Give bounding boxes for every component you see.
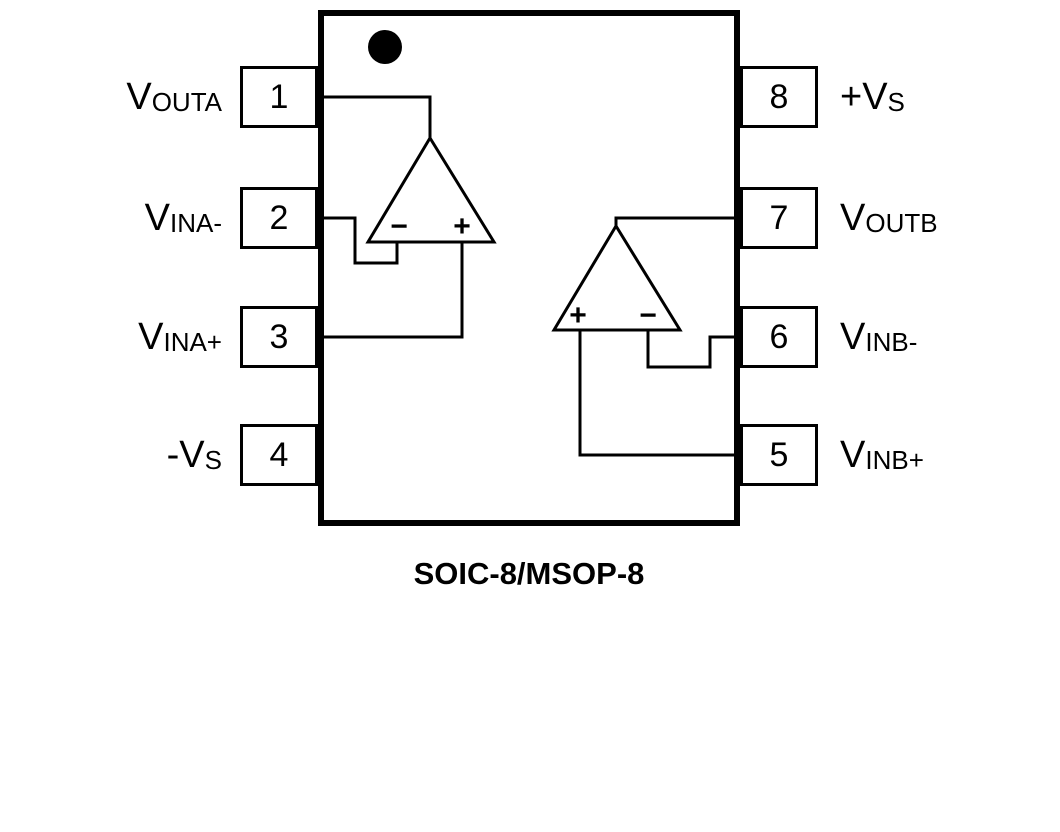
pin-label-main: +V [840,75,888,118]
pin-number: 7 [769,198,789,237]
wire-pin6-opamp-b-inverting [646,329,740,369]
pin-label-main: V [840,196,866,239]
pin-label-sub: INB- [865,326,918,357]
pin-number: 1 [269,77,289,116]
wire-pin1-opamp-a-output [318,95,432,139]
pin-label-sub: INA+ [163,326,222,357]
pin-label-main: V [144,196,170,239]
pin-box-1: 1 [240,66,318,128]
pin-number: 6 [769,317,789,356]
opamp-b-inverting-sign: − [639,299,657,332]
pin-label-main: V [840,433,866,476]
pin-label-main: -V [166,433,205,476]
pin-number: 2 [269,198,289,237]
pin-label-sub: INA- [170,207,222,238]
opamp-a-noninverting-sign: + [453,210,471,243]
opamp-a-triangle [365,135,497,244]
wire-pin7-opamp-b-output [614,216,740,227]
pin-box-4: 4 [240,424,318,486]
pin-box-3: 3 [240,306,318,368]
pin1-indicator-dot [368,30,402,64]
pin-number: 3 [269,317,289,356]
pin-number: 4 [269,435,289,474]
pin-label-sub: OUTA [151,86,222,117]
opamp-b-noninverting-sign: + [569,299,587,332]
pin-number: 8 [769,77,789,116]
pin-label-sub: S [204,444,222,475]
pin-box-2: 2 [240,187,318,249]
pin-label-sub: OUTB [865,207,938,238]
pin-label-main: V [138,315,164,358]
pin-box-6: 6 [740,306,818,368]
pin-box-7: 7 [740,187,818,249]
pin-label-main: V [840,315,866,358]
wire-pin3-opamp-a-noninverting [318,241,464,339]
package-caption: SOIC-8/MSOP-8 [413,556,645,591]
pin-label-sub: S [887,86,905,117]
pin-label-sub: INB+ [865,444,924,475]
pin-number: 5 [769,435,789,474]
opamp-a-inverting-sign: − [390,210,408,243]
pin-box-8: 8 [740,66,818,128]
pin-label-main: V [126,75,152,118]
opamp-b-triangle [551,223,683,332]
wire-pin5-opamp-b-noninverting [578,329,740,457]
pin-box-5: 5 [740,424,818,486]
wire-pin2-opamp-a-inverting [318,216,399,265]
